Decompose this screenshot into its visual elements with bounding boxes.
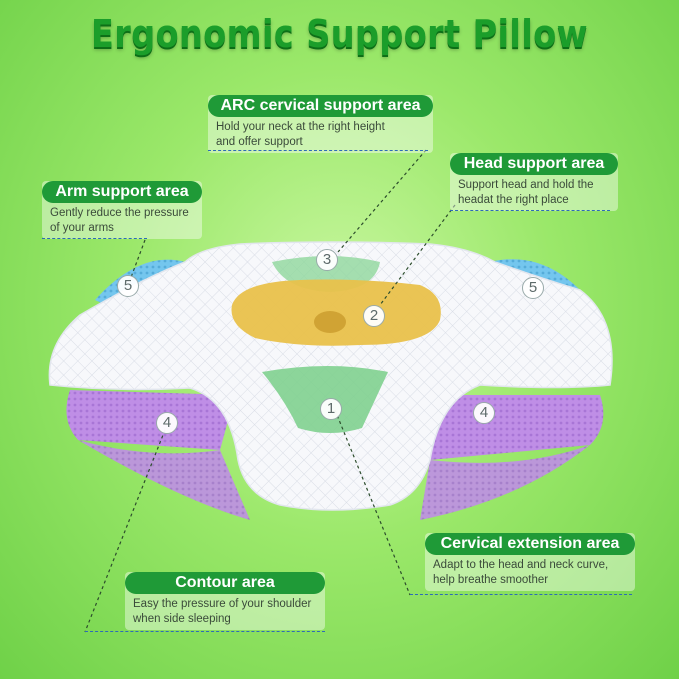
callout-contour: Contour area Easy the pressure of your s…: [125, 572, 325, 630]
marker-4-right: 4: [473, 402, 495, 424]
callout-head-desc: Support head and hold the headat the rig…: [458, 179, 594, 206]
marker-4-left: 4: [156, 412, 178, 434]
callout-arm-title: Arm support area: [42, 181, 202, 203]
leader-contour: [84, 429, 166, 633]
head-dimple: [314, 311, 346, 333]
callout-contour-desc: Easy the pressure of your shoulder when …: [133, 598, 312, 625]
callout-arm: Arm support area Gently reduce the press…: [42, 181, 202, 239]
marker-1: 1: [320, 398, 342, 420]
leader-arc: [337, 149, 427, 253]
callout-contour-title: Contour area: [125, 572, 325, 594]
purple-front-left: [78, 440, 250, 520]
marker-2: 2: [363, 305, 385, 327]
marker-5-left: 5: [117, 275, 139, 297]
marker-3: 3: [316, 249, 338, 271]
callout-arc-desc: Hold your neck at the right height and o…: [216, 121, 385, 148]
callout-head: Head support area Support head and hold …: [450, 153, 618, 211]
callout-contour-underline: [85, 631, 325, 632]
callout-cervical-underline: [410, 594, 632, 595]
callout-cervical: Cervical extension area Adapt to the hea…: [425, 533, 635, 591]
purple-side-right: [420, 395, 604, 460]
page-title: Ergonomic Support Pillow: [91, 12, 588, 56]
callout-arc: ARC cervical support area Hold your neck…: [208, 95, 433, 153]
marker-5-right: 5: [522, 277, 544, 299]
callout-arc-underline: [208, 150, 428, 151]
callout-cervical-title: Cervical extension area: [425, 533, 635, 555]
purple-front-right: [420, 445, 590, 520]
callout-arc-title: ARC cervical support area: [208, 95, 433, 117]
callout-arm-underline: [42, 238, 147, 239]
callout-arm-desc: Gently reduce the pressure of your arms: [50, 207, 189, 234]
callout-cervical-desc: Adapt to the head and neck curve, help b…: [433, 559, 609, 586]
leader-head: [379, 204, 456, 306]
leader-arm: [129, 239, 146, 281]
callout-head-title: Head support area: [450, 153, 618, 175]
purple-side-left: [66, 390, 235, 450]
callout-head-underline: [450, 210, 610, 211]
